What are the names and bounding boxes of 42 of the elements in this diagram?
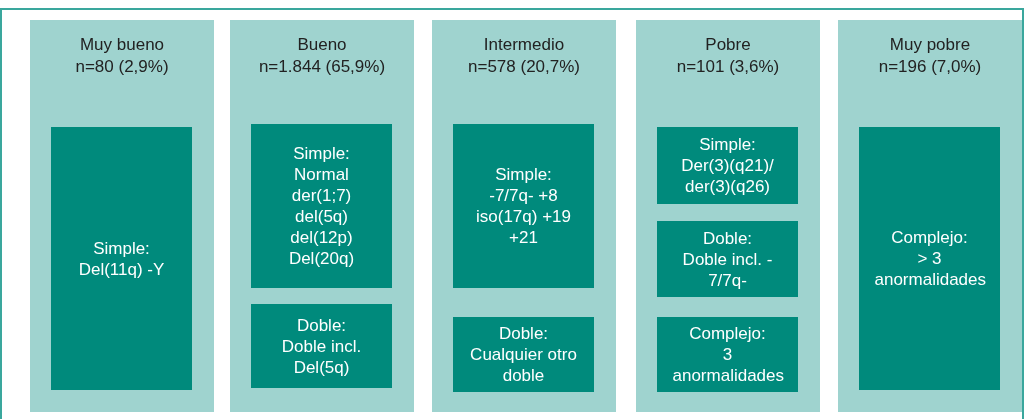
box-heading: Complejo:: [891, 227, 968, 248]
box-text: -7/7q- +8 iso(17q) +19 +21: [475, 185, 572, 248]
category-panel: [636, 20, 820, 412]
category-box: [453, 317, 594, 392]
box-heading: Simple:: [293, 143, 350, 164]
count-label: n=1.844 (65,9%): [257, 56, 387, 78]
count-label: n=196 (7,0%): [877, 56, 983, 78]
panel-title: Muy bueno: [78, 34, 166, 56]
box-text: Doble incl. Del(5q): [280, 335, 363, 378]
box-heading: Simple:: [495, 164, 552, 185]
count-label: n=578 (20,7%): [467, 56, 581, 78]
category-box: [453, 124, 594, 288]
category-panel: [838, 20, 1022, 412]
panel-title: Muy pobre: [888, 34, 972, 56]
box-heading: Simple:: [699, 134, 756, 155]
box-text: Cualquier otro doble: [469, 344, 578, 386]
category-box: [657, 127, 798, 204]
category-panel: [432, 20, 616, 412]
box-text: Normal der(1;7) del(5q) del(12p) Del(20q): [287, 164, 356, 269]
panel-title: Intermedio: [482, 34, 566, 56]
box-text: > 3 anormalidades: [874, 248, 985, 290]
category-box: [51, 127, 192, 390]
panel-title: Pobre: [704, 34, 752, 56]
panel-title: Bueno: [296, 34, 348, 56]
category-box: [251, 304, 392, 388]
box-heading: Simple:: [93, 237, 150, 259]
box-heading: Complejo:: [689, 323, 766, 344]
count-label: n=80 (2,9%): [74, 56, 170, 78]
box-text: Doble incl. - 7/7q-: [681, 248, 774, 291]
category-box: [657, 317, 798, 392]
box-heading: Doble:: [296, 314, 347, 336]
box-text: 3 anormalidades: [672, 344, 783, 386]
category-box: [859, 127, 1000, 390]
category-box: [657, 221, 798, 297]
category-panel: [30, 20, 214, 412]
box-heading: Doble:: [498, 323, 549, 344]
box-text: Der(3)(q21)/ der(3)(q26): [680, 155, 775, 197]
box-heading: Doble:: [702, 227, 753, 249]
count-label: n=101 (3,6%): [675, 56, 781, 78]
box-text: Del(11q) -Y: [77, 258, 166, 280]
category-panel: [230, 20, 414, 412]
category-box: [251, 124, 392, 288]
